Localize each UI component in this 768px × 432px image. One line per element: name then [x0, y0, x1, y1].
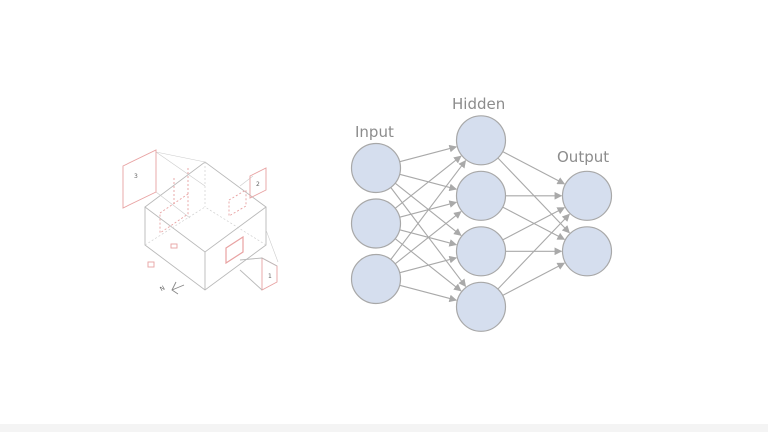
connection-input-3-to-hidden-4 [399, 284, 458, 303]
neural-network-diagram: Input Hidden Output [350, 95, 613, 332]
bottom-band [0, 424, 768, 432]
connection-input-3-to-hidden-2 [394, 211, 462, 265]
hidden-neuron-1 [455, 115, 507, 166]
connection-hidden-4-to-output-1 [497, 213, 570, 290]
hidden-neuron-4 [455, 281, 507, 332]
network-connections [390, 144, 570, 303]
connection-input-3-to-hidden-1 [390, 159, 467, 260]
connection-hidden-4-to-output-2 [502, 262, 566, 296]
extrusion-block [239, 257, 278, 291]
layer-label-input: Input [355, 123, 394, 141]
output-neuron-2 [561, 226, 613, 277]
hidden-neuron-3 [455, 226, 507, 277]
input-neuron-1 [350, 142, 402, 194]
connection-input-1-to-hidden-1 [399, 144, 458, 163]
north-arrow-icon [171, 281, 185, 295]
highlighted-panels [122, 149, 278, 291]
layer-label-output: Output [557, 148, 609, 166]
connection-input-2-to-hidden-1 [394, 155, 462, 209]
input-neuron-2 [350, 198, 402, 249]
connection-input-3-to-hidden-3 [399, 255, 458, 274]
input-neuron-3 [350, 253, 402, 305]
isometric-house-drawing: 3 2 1 N [122, 149, 279, 295]
output-neuron-1 [561, 170, 613, 221]
projection-lines [155, 151, 279, 263]
view-tag-1: 1 [268, 273, 272, 280]
hidden-neuron-2 [455, 170, 507, 221]
north-marker: N [159, 285, 166, 293]
connection-hidden-3-to-output-1 [502, 207, 566, 241]
connection-hidden-1-to-output-1 [502, 151, 566, 185]
layer-label-hidden: Hidden [452, 95, 505, 113]
house-box [144, 161, 267, 291]
view-tag-2: 2 [256, 181, 260, 188]
network-neurons [350, 115, 613, 332]
hidden-edges [144, 162, 267, 246]
view-tag-3: 3 [134, 173, 138, 180]
